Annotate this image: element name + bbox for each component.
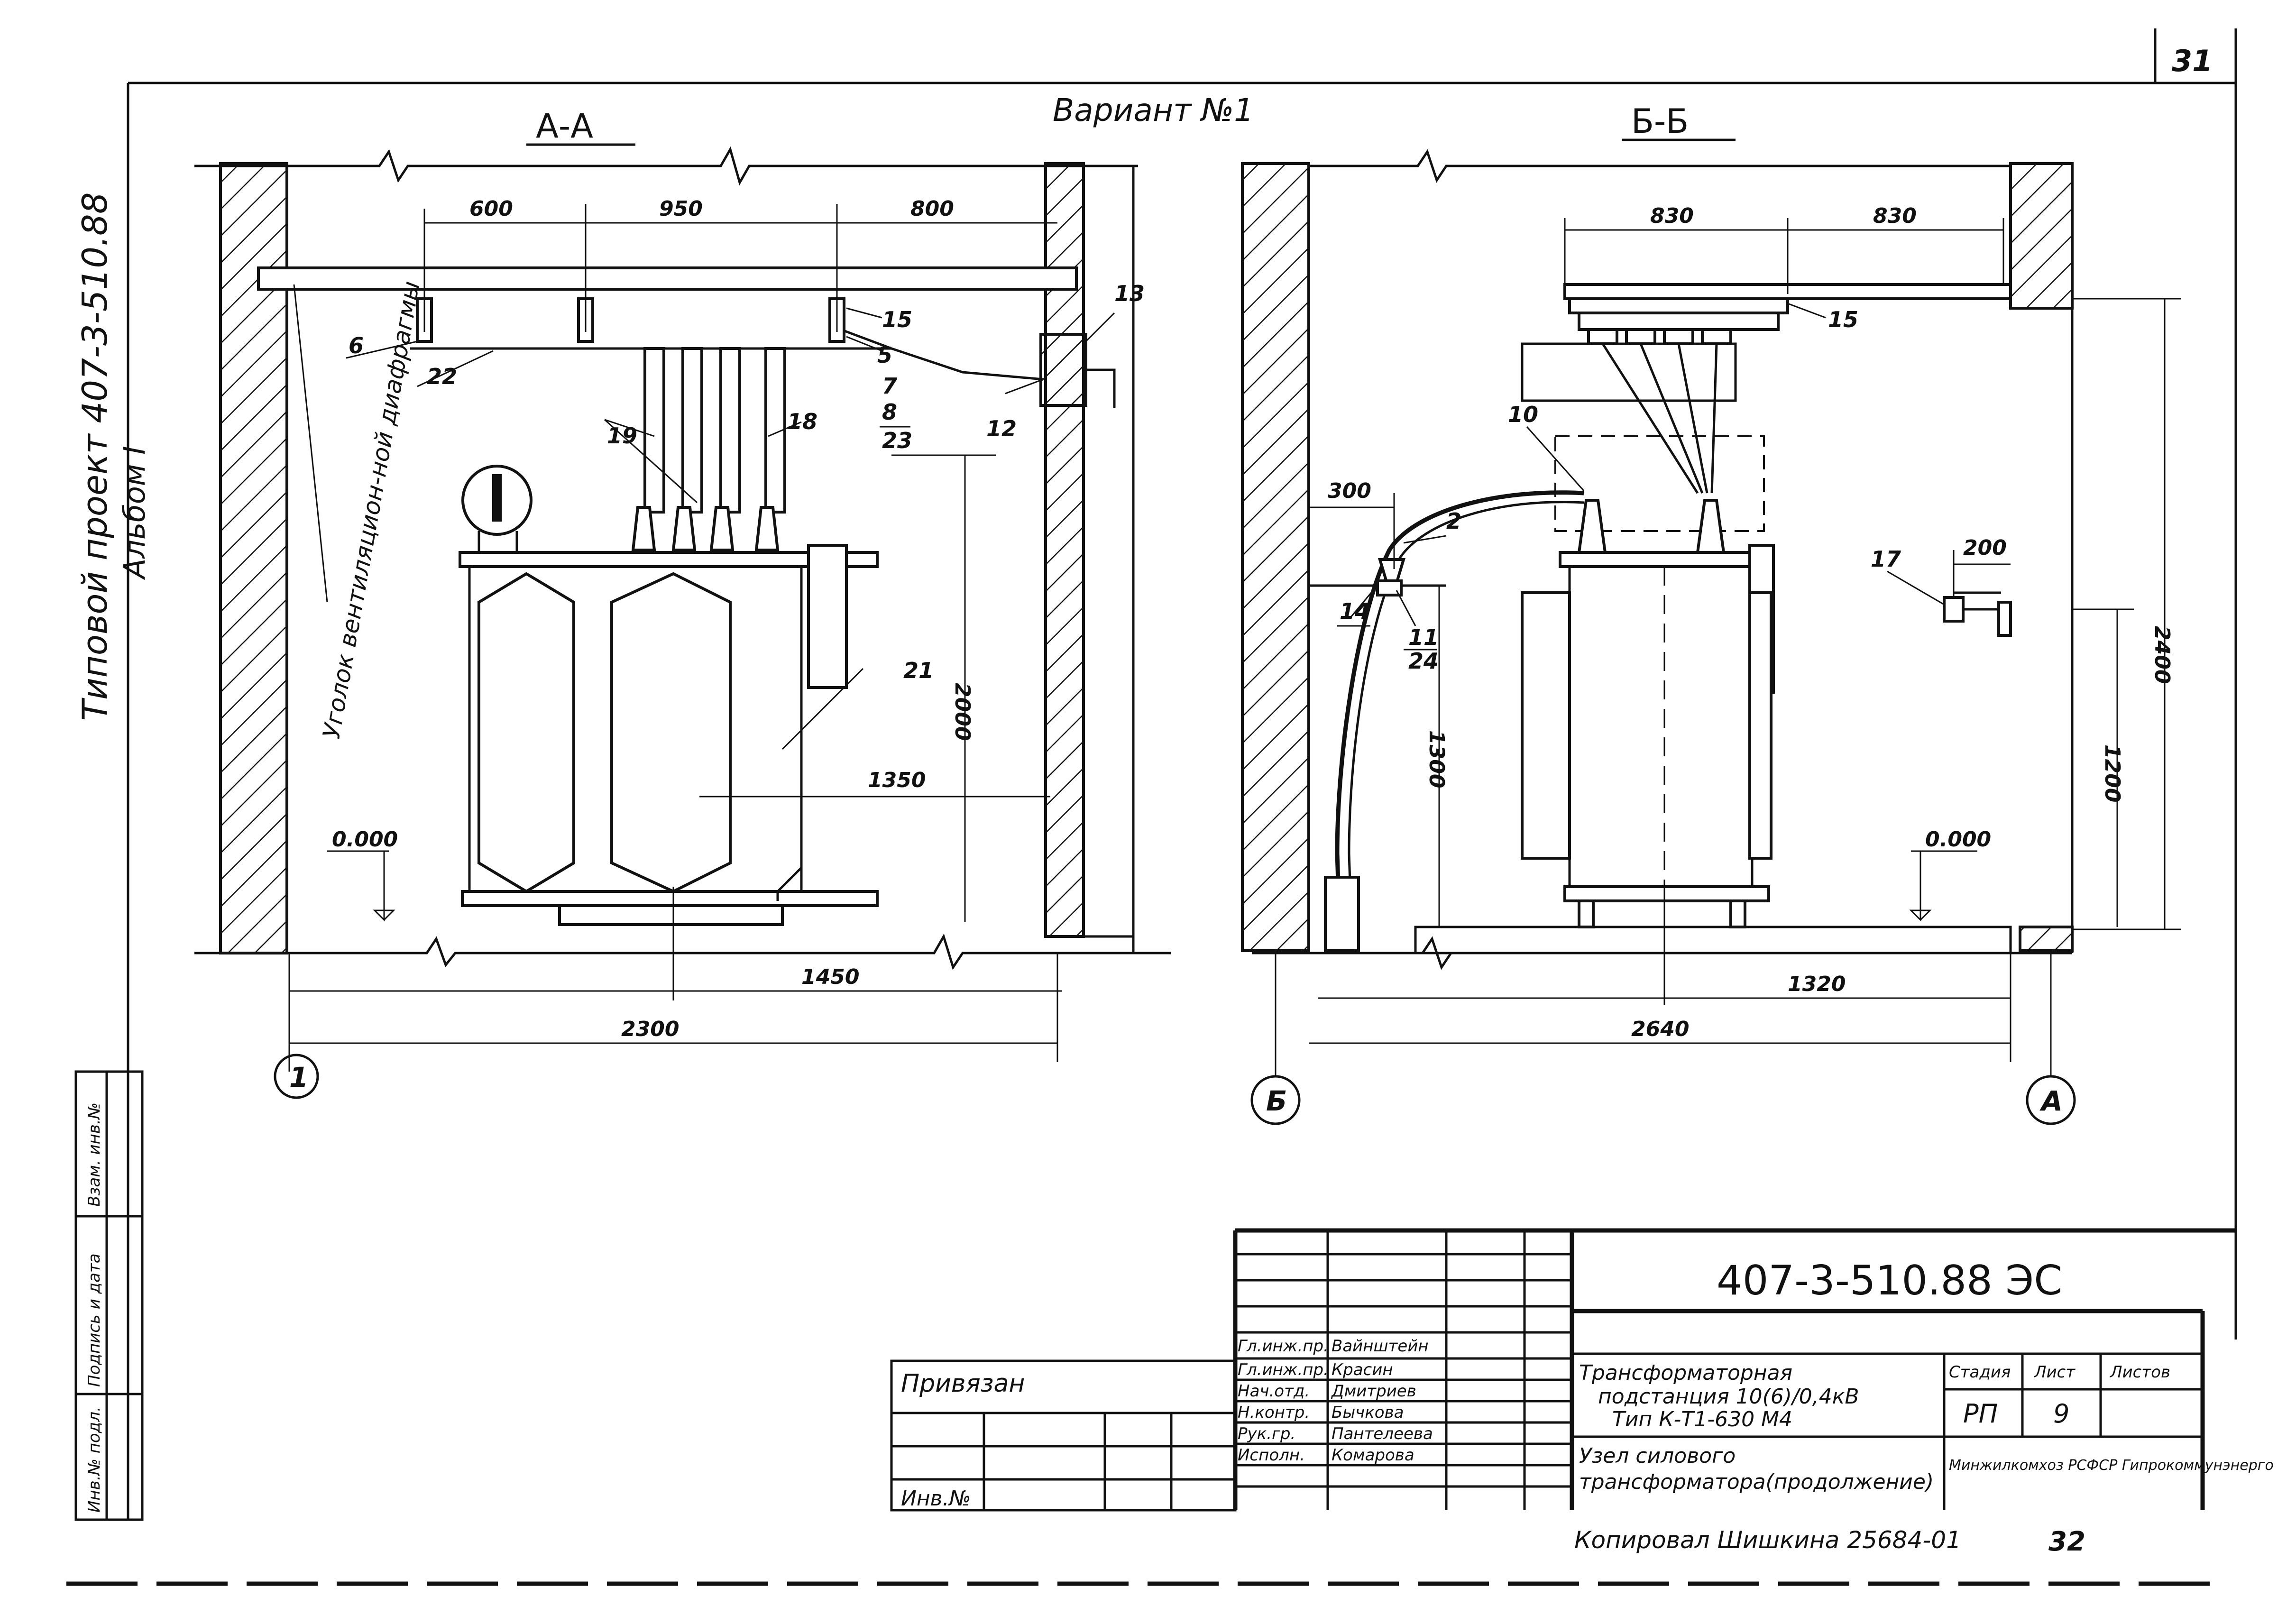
dim-830b: 830: [1873, 204, 1917, 228]
level-bb: 0.000: [1925, 827, 1991, 852]
callout-6: 6: [349, 333, 364, 358]
dim-1320: 1320: [1788, 972, 1846, 996]
bottom-number: 32: [2048, 1526, 2085, 1557]
dim-1450: 1450: [801, 965, 859, 989]
axis-1: 1: [289, 1061, 308, 1093]
name-1: Вайнштейн: [1332, 1337, 1429, 1356]
sheets-label: Листов: [2109, 1363, 2170, 1382]
wall-bushing-13: [1039, 333, 1087, 407]
callout-15: 15: [882, 307, 912, 332]
doc-code: 407-3-510.88 ЭС: [1717, 1257, 2062, 1304]
organization: Минжилкомхоз РСФСР Гипрокоммунэнерго: [1949, 1457, 2274, 1474]
transformer-aa: [459, 465, 879, 926]
callout-19: 19: [607, 423, 637, 449]
callout-18: 18: [787, 409, 817, 434]
callout-8: 8: [882, 399, 897, 425]
project-name-1: Трансформаторная: [1579, 1361, 1792, 1385]
right-wall-aa: [1044, 162, 1085, 938]
callout-15-bb: 15: [1828, 307, 1858, 332]
dim-600: 600: [469, 197, 513, 221]
sheet-no-value: 9: [2053, 1399, 2069, 1429]
callout-13: 13: [1114, 281, 1145, 306]
left-wall-bb: [1241, 162, 1310, 952]
name-5: Пантелеева: [1332, 1424, 1433, 1443]
sheet-name-1: Узел силового: [1579, 1444, 1736, 1468]
section-bb: Б-Б: [1241, 102, 2181, 1125]
floor-step-bb: [2019, 926, 2074, 952]
side-album: Альбом I: [117, 446, 152, 580]
variant-title: Вариант №1: [1053, 92, 1254, 128]
dim-2400: 2400: [2150, 626, 2174, 684]
sheet-frame: [66, 28, 2237, 1586]
callout-17: 17: [1871, 546, 1901, 572]
dim-1300: 1300: [1424, 730, 1449, 788]
sheet-label: Лист: [2033, 1363, 2076, 1382]
name-6: Комарова: [1332, 1446, 1414, 1465]
name-3: Дмитриев: [1331, 1382, 1416, 1401]
section-aa: А-А: [194, 107, 1171, 1099]
name-4: Бычкова: [1332, 1403, 1404, 1422]
strip-cell-3: Инв.№ подл.: [85, 1406, 104, 1513]
callout-2: 2: [1446, 508, 1461, 534]
role-2: Гл.инж.пр.: [1238, 1360, 1329, 1379]
role-1: Гл.инж.пр.: [1238, 1337, 1329, 1356]
sheet-number: 31: [2172, 44, 2213, 78]
axis-a: А: [2039, 1085, 2063, 1117]
dim-1200: 1200: [2100, 744, 2124, 802]
callout-22: 22: [427, 364, 457, 389]
callout-14: 14: [1340, 598, 1370, 624]
callouts-bb: 10 2 11 24 14 17 15: [1337, 303, 1945, 674]
inv-no-label: Инв.№: [901, 1486, 971, 1511]
vent-label: Уголок вентиляцион-ной диафрагмы: [318, 279, 425, 741]
support-beam-aa: [257, 266, 1078, 291]
dim-830a: 830: [1650, 204, 1694, 228]
stage-value: РП: [1963, 1399, 1998, 1429]
section-bb-title: Б-Б: [1631, 102, 1689, 141]
callout-23: 23: [882, 428, 912, 453]
callout-21: 21: [903, 658, 934, 683]
sheet-name-2: трансформатора(продолжение): [1579, 1470, 1934, 1494]
title-block: Привязан Инв.№ 407-3-510.88 ЭС Гл.инж.пр…: [890, 1228, 2274, 1512]
transformer-bb: [1521, 499, 1775, 928]
role-5: Рук.гр.: [1238, 1424, 1295, 1443]
dim-800: 800: [910, 197, 954, 221]
strip-cell-1: Взам. инв.№: [85, 1102, 104, 1207]
dim-2000: 2000: [950, 683, 974, 741]
axis-b: Б: [1266, 1085, 1287, 1117]
dim-200: 200: [1963, 536, 2007, 560]
dim-950: 950: [659, 197, 703, 221]
level-aa: 0.000: [332, 827, 398, 852]
strip-cell-2: Подпись и дата: [85, 1253, 104, 1387]
role-6: Исполн.: [1238, 1446, 1305, 1465]
name-2: Красин: [1332, 1360, 1393, 1379]
role-3: Нач.отд.: [1238, 1382, 1310, 1401]
dim-2640: 2640: [1631, 1017, 1689, 1041]
checked-by: Копировал Шишкина 25684-01: [1574, 1526, 1961, 1554]
right-wall-bb: [2009, 162, 2074, 310]
callouts-aa: 6 22 19 18 15 5 7 8 23 12 13 21: [346, 281, 1145, 683]
side-project-code: Типовой проект 407-3-510.88: [75, 192, 115, 721]
project-name-3: Тип К-Т1-630 М4: [1612, 1407, 1792, 1431]
project-name-2: подстанция 10(6)/0,4кВ: [1598, 1385, 1859, 1409]
callout-11: 11: [1408, 624, 1439, 650]
role-4: Н.контр.: [1238, 1403, 1310, 1422]
callout-10: 10: [1508, 402, 1538, 427]
section-aa-title: А-А: [536, 107, 593, 146]
left-strip: Взам. инв.№ Подпись и дата Инв.№ подл.: [74, 1070, 144, 1521]
dim-300: 300: [1328, 479, 1371, 503]
callout-24: 24: [1408, 648, 1439, 674]
privyazan-label: Привязан: [901, 1369, 1025, 1398]
callout-5: 5: [877, 342, 892, 368]
dim-2300: 2300: [621, 1017, 679, 1041]
callout-12: 12: [986, 416, 1017, 441]
stage-label: Стадия: [1949, 1363, 2011, 1382]
callout-7: 7: [882, 373, 897, 399]
dim-1350: 1350: [868, 768, 926, 792]
